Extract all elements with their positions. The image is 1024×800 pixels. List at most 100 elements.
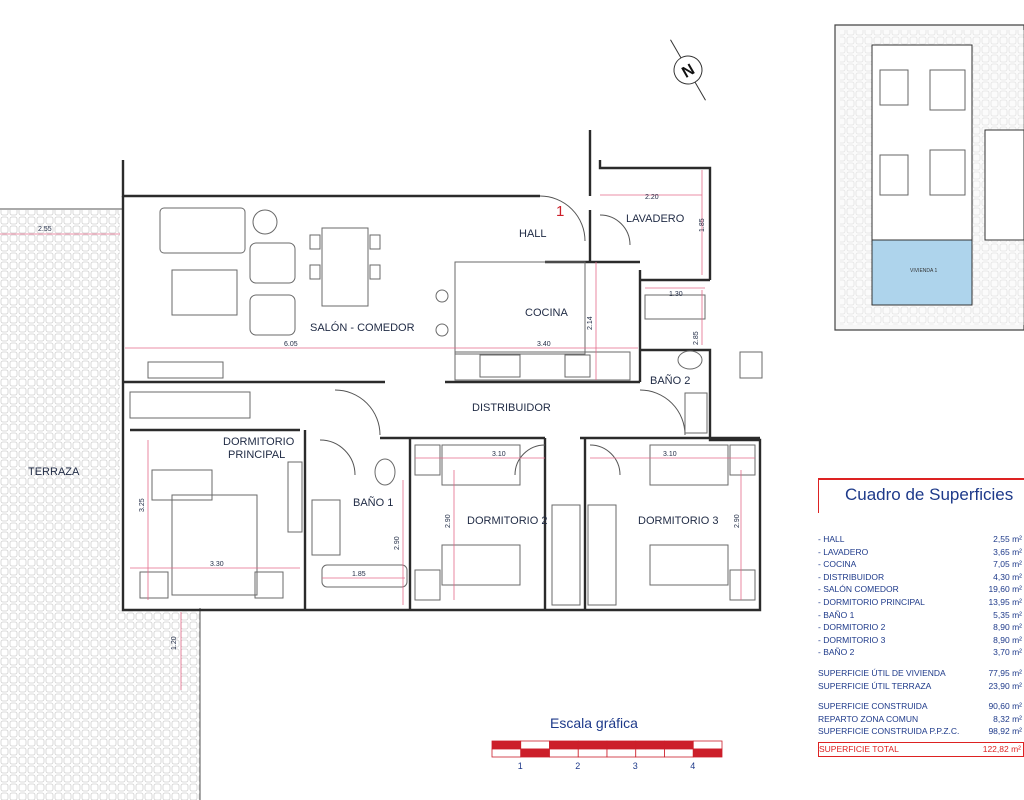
scale-segment bbox=[635, 740, 665, 750]
dim-dorm2-h: 2.90 bbox=[445, 514, 452, 528]
room-terraza: TERRAZA bbox=[28, 466, 80, 478]
surface-room-row-label: - COCINA bbox=[818, 559, 857, 570]
surface-room-row: - DISTRIBUIDOR 4,30 m² bbox=[818, 571, 1024, 584]
surface-room-row-label: - BAÑO 1 bbox=[818, 609, 855, 620]
dim-cocina-h: 2.14 bbox=[587, 316, 594, 330]
surface-room-row-value: 8,90 m² bbox=[993, 634, 1022, 645]
surface-room-row-value: 3,70 m² bbox=[993, 647, 1022, 658]
scale-segment bbox=[577, 740, 608, 750]
scale-segment bbox=[520, 740, 550, 750]
surface-built-row: SUPERFICIE CONSTRUIDA 90,60 m² bbox=[818, 700, 1024, 713]
surface-built-row: REPARTO ZONA COMUN 8,32 m² bbox=[818, 713, 1024, 726]
surfaces-total-row: SUPERFICIE TOTAL 122,82 m² bbox=[818, 741, 1024, 757]
surface-useful-row-label: SUPERFICIE ÚTIL DE VIVIENDA bbox=[818, 667, 946, 678]
room-dorm-principal-line2: PRINCIPAL bbox=[228, 449, 285, 461]
surface-room-row-value: 13,95 m² bbox=[988, 596, 1022, 607]
surface-room-row: - DORMITORIO 3 8,90 m² bbox=[818, 634, 1024, 647]
dim-dorm-principal-h: 3.25 bbox=[139, 498, 146, 512]
scale-tick-label: 4 bbox=[690, 761, 695, 771]
surface-useful-row-label: SUPERFICIE ÚTIL TERRAZA bbox=[818, 680, 932, 691]
surface-room-row-label: - DORMITORIO PRINCIPAL bbox=[818, 596, 925, 607]
surface-room-row-value: 5,35 m² bbox=[993, 609, 1022, 620]
surface-room-row: - DORMITORIO PRINCIPAL 13,95 m² bbox=[818, 596, 1024, 609]
terrace-strip bbox=[120, 610, 200, 800]
surface-built-row-value: 90,60 m² bbox=[988, 701, 1022, 712]
surface-built-row-value: 8,32 m² bbox=[993, 713, 1022, 724]
terrace-area bbox=[0, 210, 120, 800]
furniture bbox=[129, 207, 763, 606]
room-cocina: COCINA bbox=[525, 307, 568, 319]
dim-dorm2-w: 3.10 bbox=[492, 451, 506, 458]
dim-terraza-w: 2.55 bbox=[38, 226, 52, 233]
surface-built-row-label: SUPERFICIE CONSTRUIDA P.P.Z.C. bbox=[818, 726, 960, 737]
surface-room-row-value: 2,55 m² bbox=[993, 534, 1022, 544]
room-hall: HALL bbox=[519, 228, 547, 240]
scale-segment bbox=[520, 748, 550, 758]
room-distribuidor: DISTRIBUIDOR bbox=[472, 402, 551, 414]
surface-room-row: - HALL 2,55 m² bbox=[818, 533, 1024, 546]
dim-lavadero-h: 1.85 bbox=[699, 218, 706, 232]
unit-number: 1 bbox=[556, 203, 564, 220]
scale-segment bbox=[577, 748, 608, 758]
scale-segment bbox=[635, 748, 665, 758]
surface-room-row-label: - DORMITORIO 3 bbox=[818, 634, 886, 645]
scale-segment bbox=[549, 748, 579, 758]
scale-segment bbox=[664, 740, 694, 750]
surface-room-row-value: 4,30 m² bbox=[993, 571, 1022, 582]
surface-room-row-label: - HALL bbox=[818, 534, 845, 544]
dim-bano2-w: 1.30 bbox=[669, 291, 683, 298]
scale-segment bbox=[491, 748, 522, 758]
dim-cocina-w: 3.40 bbox=[537, 341, 551, 348]
scale-segment bbox=[491, 740, 522, 750]
dim-dorm-principal-w: 3.30 bbox=[210, 561, 224, 568]
surface-room-row-label: - DISTRIBUIDOR bbox=[818, 571, 885, 582]
surface-room-row-value: 3,65 m² bbox=[993, 546, 1022, 557]
surface-useful-row-value: 23,90 m² bbox=[988, 680, 1022, 691]
room-dorm-principal-line1: DORMITORIO bbox=[223, 436, 295, 448]
compass-icon: N bbox=[670, 39, 706, 101]
scale-tick-label: 1 bbox=[518, 761, 523, 771]
doors bbox=[319, 195, 686, 476]
scale-tick-label: 2 bbox=[575, 761, 580, 771]
walls bbox=[121, 130, 762, 612]
room-dorm3: DORMITORIO 3 bbox=[638, 515, 718, 527]
room-bano1: BAÑO 1 bbox=[353, 496, 393, 509]
surface-room-row-label: - SALÓN COMEDOR bbox=[818, 584, 899, 595]
surfaces-total-value: 122,82 m² bbox=[982, 743, 1021, 754]
dim-terraza-h: 1.20 bbox=[171, 636, 178, 650]
room-dorm2: DORMITORIO 2 bbox=[467, 515, 547, 527]
surface-built-row-label: SUPERFICIE CONSTRUIDA bbox=[818, 701, 928, 712]
surface-useful-row-value: 77,95 m² bbox=[988, 667, 1022, 678]
surface-useful-row: SUPERFICIE ÚTIL DE VIVIENDA 77,95 m² bbox=[818, 667, 1024, 680]
location-map-label: VIVIENDA 1 bbox=[910, 268, 937, 274]
surfaces-table: Cuadro de Superficies - HALL 2,55 m² - LAV… bbox=[818, 478, 1024, 757]
surface-room-row: - SALÓN COMEDOR 19,60 m² bbox=[818, 583, 1024, 596]
surface-room-row-label: - BAÑO 2 bbox=[818, 647, 855, 658]
dim-salon-w: 6.05 bbox=[284, 341, 298, 348]
dim-dorm3-h: 2.90 bbox=[734, 514, 741, 528]
surface-built-row-value: 98,92 m² bbox=[988, 726, 1022, 737]
scale-segment bbox=[692, 740, 723, 750]
surface-room-row-value: 19,60 m² bbox=[988, 584, 1022, 595]
location-map: VIVIENDA 1 bbox=[834, 24, 1024, 331]
surface-room-row-value: 7,05 m² bbox=[993, 559, 1022, 570]
dim-lavadero-w: 2.20 bbox=[645, 194, 659, 201]
scale-title: Escala gráfica bbox=[550, 715, 638, 731]
surfaces-title: Cuadro de Superficies bbox=[818, 478, 1024, 513]
dim-bano1-w: 1.85 bbox=[352, 571, 366, 578]
surface-built-row: SUPERFICIE CONSTRUIDA P.P.Z.C. 98,92 m² bbox=[818, 725, 1024, 738]
surface-room-row: - BAÑO 2 3,70 m² bbox=[818, 646, 1024, 659]
surfaces-total-label: SUPERFICIE TOTAL bbox=[819, 743, 899, 754]
surface-useful-row: SUPERFICIE ÚTIL TERRAZA 23,90 m² bbox=[818, 680, 1024, 693]
surface-built-row-label: REPARTO ZONA COMUN bbox=[818, 713, 919, 724]
surface-room-row-value: 8,90 m² bbox=[993, 622, 1022, 633]
scale-segment bbox=[606, 740, 637, 750]
surface-room-row: - COCINA 7,05 m² bbox=[818, 558, 1024, 571]
